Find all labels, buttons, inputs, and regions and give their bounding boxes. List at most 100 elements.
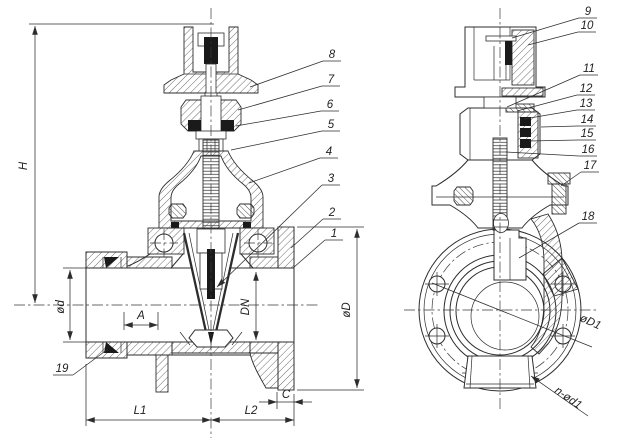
dim-A: A [123,310,159,330]
svg-text:4: 4 [326,146,332,158]
bonnet-bolt-left [168,203,187,219]
svg-text:15: 15 [581,128,594,140]
bonnet-bolt-front [453,186,474,206]
svg-text:8: 8 [329,49,336,61]
dim-od-small-label: ød [55,300,67,314]
part-label-19: 19 [53,348,109,376]
svg-text:17: 17 [584,160,597,172]
dim-C-label: C [282,389,291,401]
stem-knob-lines [494,219,508,228]
dim-OD-label: øD [341,302,353,317]
part-label-12: 12 [516,83,595,112]
dim-DN: DN [240,272,259,340]
stem-tip [207,249,215,299]
packing-ring-1 [520,117,531,126]
svg-text:9: 9 [585,6,592,18]
part-label-9: 9 [511,6,597,39]
part-label-3: 3 [216,173,340,288]
packing-right [221,120,234,131]
cap-key [505,41,512,65]
pipe-left-top-wall [126,256,173,269]
dim-C: C [259,389,312,409]
pipe-right-bottom-wall [249,341,279,354]
part-label-8: 8 [249,49,341,88]
dimensions: H ød A DN øD L1 L2 [18,23,603,426]
pipe-left-bottom-wall [126,341,173,356]
bolt-hole [425,272,449,296]
dim-L1: L1 [85,364,295,426]
right-view-front [418,26,582,392]
svg-text:7: 7 [328,74,335,86]
svg-text:11: 11 [583,63,595,75]
bonnet-bolt-right [236,203,255,219]
part-label-10: 10 [527,20,596,46]
lug-hole-crosses [150,229,272,257]
svg-text:3: 3 [328,173,335,185]
dim-H: H [18,23,214,303]
svg-text:2: 2 [328,207,336,219]
gate-disc-circle [470,281,540,351]
part-callouts: 8 7 6 5 4 3 2 1 9 10 11 12 13 14 15 16 1… [53,6,599,376]
socket-seal-top [104,257,119,268]
body-foot [463,355,537,389]
part-label-5: 5 [230,119,340,151]
wedge-seal-tip [208,332,214,345]
part-label-2: 2 [290,207,341,249]
flange-rim-section [542,257,579,297]
part-label-18: 18 [518,211,597,259]
svg-text:1: 1 [331,228,337,240]
part-label-7: 7 [237,74,340,111]
pipe-right-top-wall [249,256,279,269]
bonnet-gasket-right [243,222,251,228]
centerlines [14,8,596,438]
part-label-13: 13 [523,98,595,120]
svg-text:12: 12 [580,83,593,95]
svg-text:18: 18 [582,211,595,223]
body-wall-section [530,213,563,355]
cap-flange-section [501,87,544,97]
seat-lines [179,331,243,346]
svg-text:14: 14 [581,114,594,126]
part-label-15: 15 [528,128,596,142]
svg-text:16: 16 [582,144,595,156]
dim-flange-od: øD [297,226,364,391]
body-sump-section [249,352,279,389]
part-label-4: 4 [248,146,338,184]
dim-H-label: H [18,161,30,170]
svg-text:13: 13 [580,98,593,110]
socket-seal-bottom [104,342,119,353]
svg-text:6: 6 [327,99,334,111]
part-label-11: 11 [506,63,598,108]
part-label-1: 1 [292,228,343,269]
dim-L2-label: L2 [245,405,258,417]
body-bolt-head [547,172,571,185]
part-label-17: 17 [560,160,599,187]
dim-L2: L2 [211,405,294,423]
packing-ring-2 [520,128,531,137]
packing-ring-3 [520,139,531,148]
dim-A-label: A [136,310,145,322]
svg-text:10: 10 [581,20,594,32]
bolt-hole [425,324,449,348]
packing-left [188,120,201,131]
body-rib [155,354,169,393]
part-label-16: 16 [505,144,597,157]
cap-section [163,26,259,94]
bonnet-gasket-left [171,222,179,228]
body-outline-lines [85,226,295,391]
svg-text:19: 19 [56,363,69,375]
dim-L1-label: L1 [134,405,147,417]
dim-DN-label: DN [240,298,252,315]
part-label-6: 6 [235,99,339,127]
stem-knob [493,213,509,233]
dim-socket-bore: ød [55,267,90,343]
cap-pin [485,35,517,42]
part-label-14: 14 [540,114,596,128]
bolt-hole [551,324,575,348]
svg-text:5: 5 [328,119,335,131]
seal-retainer-lines [102,257,122,353]
flange-bottom-section [277,341,295,391]
body-bolt-shank [551,183,567,215]
